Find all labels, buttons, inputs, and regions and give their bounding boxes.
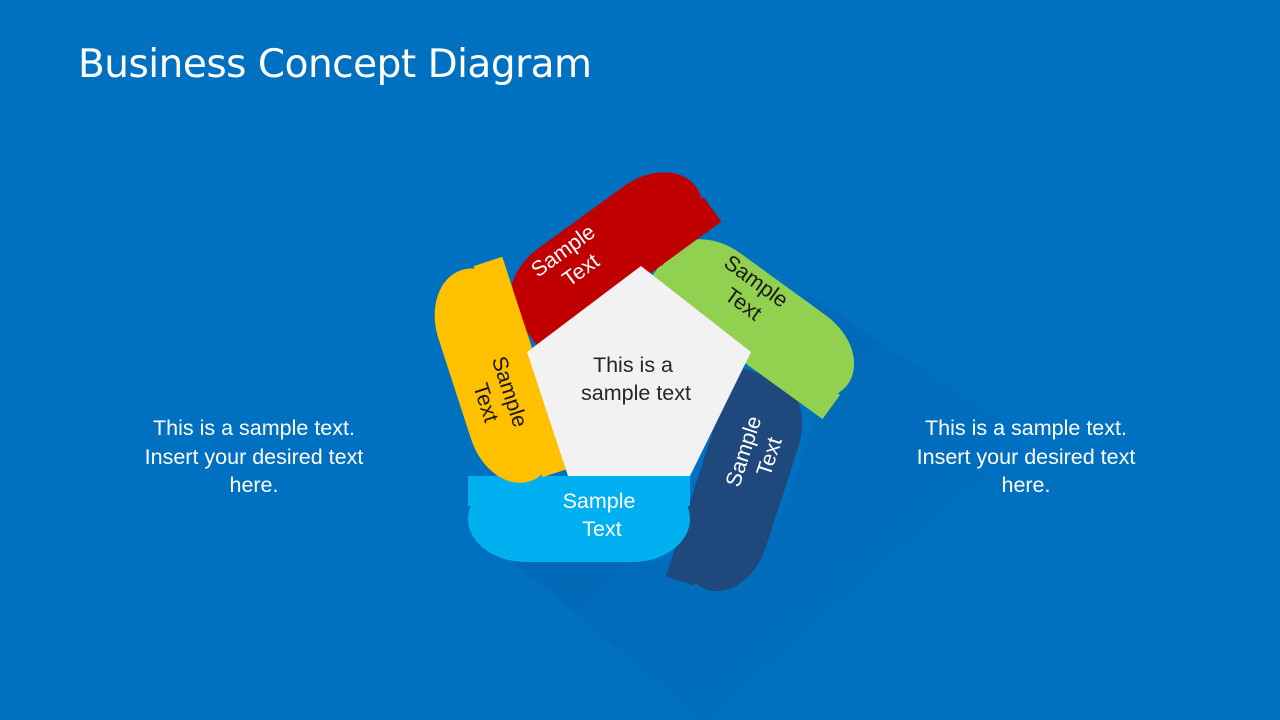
- center-pentagon: [527, 266, 751, 476]
- center-text: This is a sample text: [581, 353, 691, 405]
- segment-left[interactable]: [421, 257, 571, 495]
- long-shadow: [510, 290, 1000, 720]
- left-description-line: Insert your desired text: [144, 444, 364, 469]
- segment-bottom-right[interactable]: [666, 365, 816, 603]
- segment-label-bottom: Sample Text: [563, 489, 642, 541]
- segment-top-right[interactable]: [643, 219, 873, 419]
- right-description-line: here.: [1001, 473, 1051, 497]
- right-description-line: This is a sample text.: [925, 416, 1127, 440]
- right-description-line: Insert your desired text: [916, 444, 1136, 469]
- segment-top-left[interactable]: [491, 152, 721, 352]
- left-description-line: here.: [229, 473, 279, 497]
- diagram-bands: [421, 152, 873, 603]
- right-description: This is a sample text. Insert your desir…: [876, 414, 1176, 500]
- left-description-line: This is a sample text.: [153, 416, 355, 440]
- slide-title: Business Concept Diagram: [78, 42, 592, 87]
- left-description: This is a sample text. Insert your desir…: [104, 414, 404, 500]
